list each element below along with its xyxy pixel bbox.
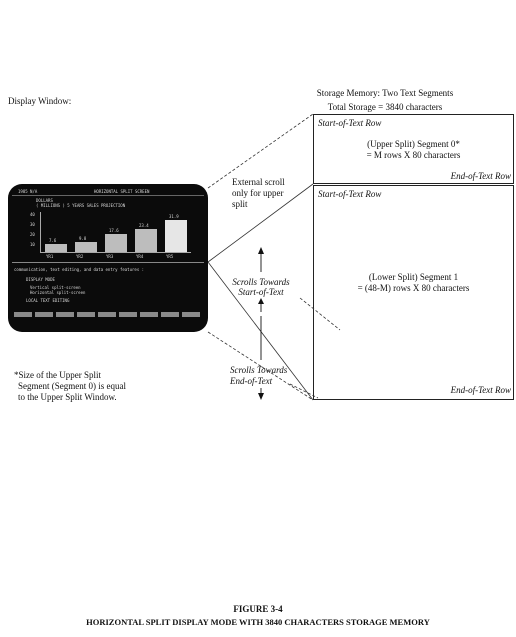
display-window-screen: 1985 N/A HORIZONTAL SPLIT SCREEN DOLLARS…	[8, 184, 208, 332]
screen-bar	[105, 234, 127, 252]
screen-header-left: 1985 N/A	[18, 189, 37, 194]
scroll-mid-arrow-icon	[258, 298, 264, 304]
scroll-start-line2: Start-of-Text	[226, 287, 296, 297]
screen-function-key	[56, 312, 74, 317]
screen-x-label: YR3	[106, 254, 113, 259]
footnote-line2: Segment (Segment 0) is equal	[18, 381, 126, 391]
screen-bar-label: 31.9	[169, 214, 179, 219]
external-scroll-line3: split	[232, 199, 248, 209]
scroll-end-line2: End-of-Text	[230, 376, 272, 386]
external-scroll-line1: External scroll	[232, 177, 285, 187]
scroll-end-pointer	[290, 384, 318, 398]
screen-function-key	[161, 312, 179, 317]
screen-function-key	[77, 312, 95, 317]
screen-bar-chart: 7.6 9.8 17.6 23.4 31.9	[40, 212, 191, 253]
screen-bar-label: 23.4	[139, 223, 149, 228]
screen-function-key	[119, 312, 137, 317]
footnote-line1: *Size of the Upper Split	[14, 370, 101, 380]
screen-bar	[165, 220, 187, 252]
figure-caption: HORIZONTAL SPLIT DISPLAY MODE WITH 3840 …	[0, 617, 516, 627]
screen-split-line	[12, 262, 204, 263]
scroll-end-line1: Scrolls Towards	[230, 365, 287, 375]
screen-function-keys	[14, 312, 202, 317]
screen-chart-title2: ( MILLIONS ) 5 YEARS SALES PROJECTION	[36, 203, 125, 208]
scroll-start-line1: Scrolls Towards	[226, 277, 296, 287]
screen-function-key	[35, 312, 53, 317]
screen-function-key	[140, 312, 158, 317]
screen-header-center: HORIZONTAL SPLIT SCREEN	[94, 189, 149, 194]
scroll-down-arrow-icon	[258, 393, 264, 400]
screen-divider-top	[12, 195, 204, 196]
screen-bar	[135, 229, 157, 252]
screen-y-tick: 30	[30, 222, 35, 227]
footnote-line3: to the Upper Split Window.	[18, 392, 117, 402]
screen-y-tick: 10	[30, 242, 35, 247]
scroll-start-pointer	[300, 298, 340, 330]
screen-bar-label: 9.8	[79, 236, 86, 241]
screen-bar-label: 7.6	[49, 238, 56, 243]
screen-x-label: YR4	[136, 254, 143, 259]
screen-function-key	[182, 312, 200, 317]
screen-x-label: YR1	[46, 254, 53, 259]
screen-x-label: YR2	[76, 254, 83, 259]
screen-lower-line4: Horizontal split-screen	[30, 290, 85, 295]
screen-lower-line1: communication, text editing, and data en…	[14, 267, 144, 272]
screen-bar-label: 17.6	[109, 228, 119, 233]
screen-bar	[45, 244, 67, 252]
external-scroll-line2: only for upper	[232, 188, 284, 198]
scroll-up-arrow-icon	[258, 247, 264, 254]
screen-x-label: YR5	[166, 254, 173, 259]
screen-y-tick: 20	[30, 232, 35, 237]
screen-y-tick: 40	[30, 212, 35, 217]
screen-function-key	[14, 312, 32, 317]
screen-function-key	[98, 312, 116, 317]
screen-lower-line2: DISPLAY MODE	[26, 277, 55, 282]
screen-lower-line5: LOCAL TEXT EDITING	[26, 298, 69, 303]
screen-bar	[75, 242, 97, 252]
figure-number: FIGURE 3-4	[0, 604, 516, 614]
